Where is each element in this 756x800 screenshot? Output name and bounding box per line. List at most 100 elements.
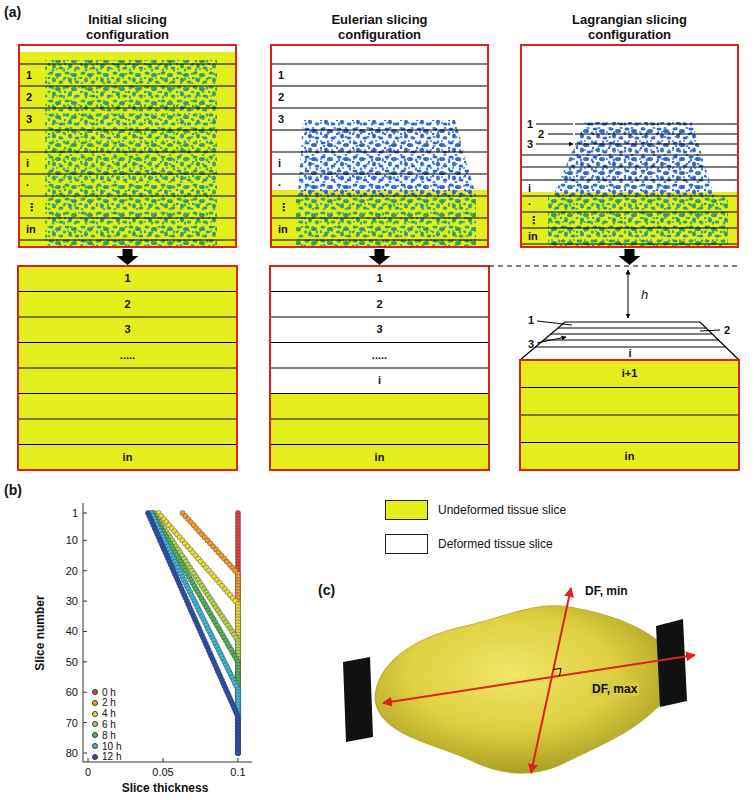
tick-label: 0.05 [152,766,173,778]
slice-number: 1 [278,69,284,82]
deformed-texture [553,122,714,196]
slice-number: 3 [26,113,32,126]
tissue-slice: in [270,445,489,471]
legend-marker [92,732,98,738]
tick-label: 70 [66,717,78,729]
deformed-texture [553,122,714,196]
block-arrow [117,249,139,265]
tick-label: 50 [66,656,78,668]
slice-number: in [278,223,288,236]
tissue-slice: 3 [18,317,237,343]
slice-number: i [628,347,631,360]
slice-lines [270,64,489,240]
legend-text: 8 h [102,730,116,741]
data-point [235,750,240,755]
slice-number: 1 [26,69,32,82]
slice-number: 1 [528,314,534,327]
slice-number: in [528,230,538,243]
legend-marker [92,754,98,760]
legend-swatch [385,534,428,554]
tissue-slice: 3 [270,317,489,343]
axis-ticks [83,513,238,762]
tissue-texture [296,196,476,246]
slice-number: i [528,182,531,195]
axis-title: Slice number [33,595,47,670]
tick-label: 0.1 [230,766,245,778]
slice-number: ⋮ [278,201,289,214]
slice-number: 1 [124,272,130,285]
tick-label: 10 [66,534,78,546]
tissue-ground [270,394,489,471]
tick-label: 60 [66,686,78,698]
tissue-slice: 1 [18,266,237,292]
tissue-shape [375,606,675,773]
deformed-ground [270,266,489,394]
legend-text: 12 h [102,751,121,762]
block-arrow [369,249,391,265]
slice-number: ..... [120,349,135,362]
legend-text: 4 h [102,708,116,719]
tissue-slice: i [270,368,489,394]
legend-marker [92,711,98,717]
legend-text: 0 h [102,687,116,698]
legend-swatch [385,500,428,520]
legend-text: Deformed tissue slice [438,537,553,551]
data-point [235,750,240,755]
deformed-texture [298,120,476,196]
data-series [180,510,241,755]
legend-text: Undeformed tissue slice [438,503,566,517]
tick-label: 40 [66,625,78,637]
slice-number: 2 [724,324,730,337]
dimension-label: DF, max [590,682,639,696]
panel-border [18,266,237,470]
slice-number: 2 [26,91,32,104]
panel-title: Lagrangian slicing configuration [555,12,705,42]
legend-text: 2 h [102,697,116,708]
slice-number: 3 [527,138,533,151]
legend-text: 6 h [102,719,116,730]
tissue-slice: i+1 [520,360,739,388]
dimension-label: h [641,287,648,302]
slice-number: 2 [376,298,382,311]
image-panel: Eulerian slicing configuration [270,44,489,248]
tick-label: 20 [66,565,78,577]
panel-title: Initial slicing configuration [53,12,203,42]
diameter-arrow [383,655,695,703]
data-series [145,510,240,755]
slice-number: ⋮ [528,214,539,227]
slice-number: i [378,374,381,387]
dimension-arrow [628,270,629,318]
tissue-texture [296,196,476,246]
slice-number: 3 [376,323,382,336]
panel-letter: (c) [318,582,335,598]
legend-marker [92,743,98,749]
tick-label: 0 [85,766,91,778]
slice-lines [520,124,739,244]
slice-number: · [278,179,282,192]
tissue-slice: ..... [18,343,237,369]
legend-marker [92,689,98,695]
slice-lines [18,64,237,240]
slice-lines [520,328,739,443]
tick-label: 1 [72,507,78,519]
slice-lines [270,292,489,445]
slice-number: 3 [528,338,534,351]
axis-title: Slice thickness [122,781,209,795]
slice-number: i+1 [622,367,638,380]
tissue-slice: 2 [270,292,489,318]
leader-arrow [537,321,720,343]
tissue-texture [548,196,728,246]
tissue-ground [270,190,489,248]
diameter-arrow [531,588,571,773]
tissue-slice: in [520,443,739,471]
tissue-slice: 1 [270,266,489,292]
slice-number: in [123,451,133,464]
data-series [156,510,241,755]
slice-number: in [26,223,36,236]
slice-number: 1 [527,118,533,131]
chart-axes [83,503,252,762]
tissue-ground [520,192,739,248]
